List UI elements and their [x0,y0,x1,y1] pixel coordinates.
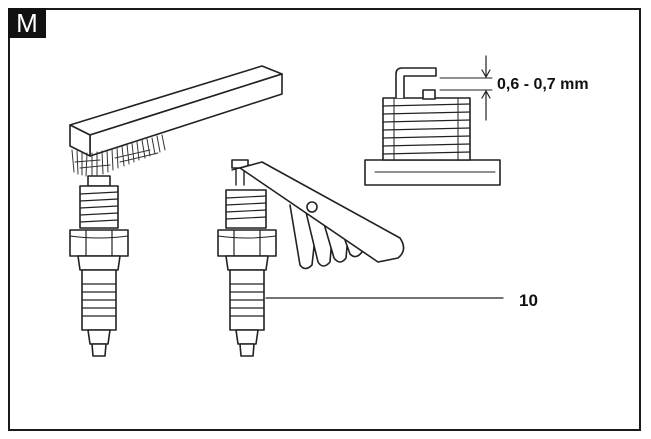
gap-spec-label: 0,6 - 0,7 mm [497,76,589,93]
section-badge: M [8,8,46,38]
gap-detail [364,55,501,186]
spark-plug-left [69,175,129,357]
spark-plug-right [217,159,277,357]
figure-frame [8,8,641,431]
wire-brush [69,65,283,177]
feeler-gauge [231,161,405,270]
callout-number: 10 [519,291,538,310]
